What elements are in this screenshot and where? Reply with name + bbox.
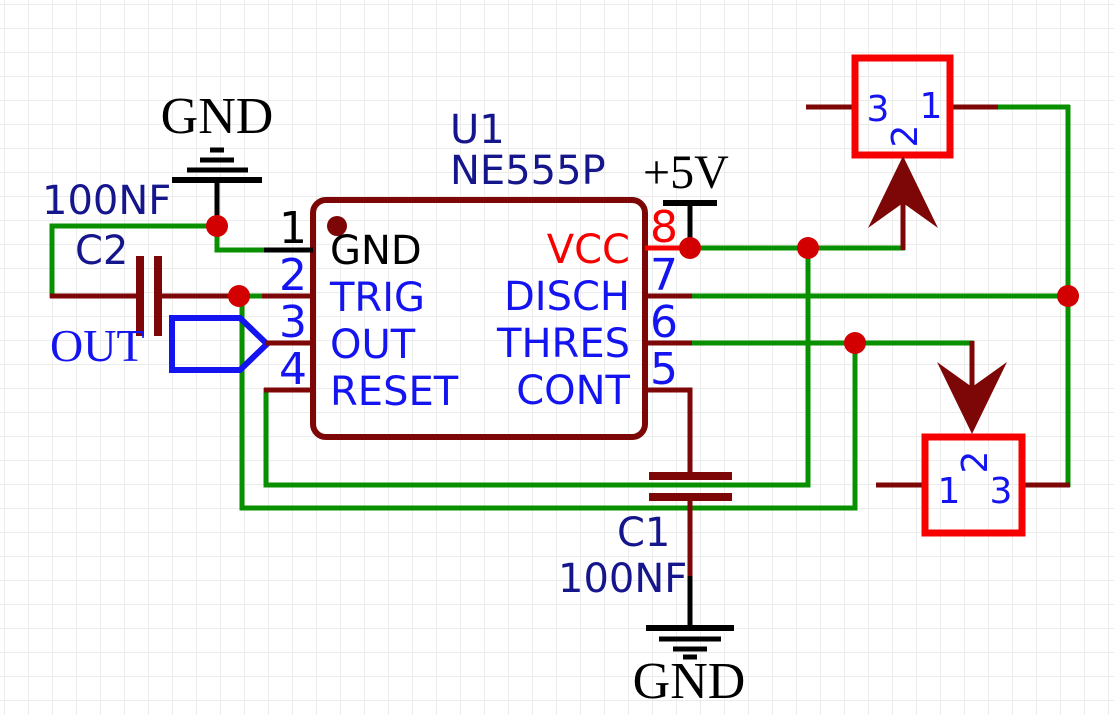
- pin1-name: GND: [330, 228, 422, 274]
- c1-value-label[interactable]: 100NF: [558, 556, 687, 602]
- out-net-label: OUT: [50, 320, 145, 371]
- down-arrow-icon: [937, 362, 1007, 434]
- gnd-flag-top[interactable]: GND: [161, 88, 274, 227]
- pin8-number: 8: [650, 202, 678, 253]
- connector-bottom-pin1: 1: [938, 471, 961, 512]
- junction-dots: [206, 215, 1079, 354]
- ic-body[interactable]: [310, 197, 648, 440]
- gnd-bottom-label: GND: [633, 653, 746, 710]
- pin4-number: 4: [279, 344, 307, 395]
- pin7-name: DISCH: [504, 274, 630, 320]
- connector-bottom[interactable]: 1 3 2: [876, 341, 1070, 537]
- junction-vcc-reset: [797, 237, 819, 259]
- ic-pin1-marker: [327, 216, 347, 236]
- vcc-power-flag[interactable]: +5V: [643, 146, 729, 250]
- c1-refdes-label[interactable]: C1: [617, 510, 670, 556]
- junction-thres-trig: [844, 332, 866, 354]
- pin4-name: RESET: [330, 369, 459, 415]
- c2-refdes-label[interactable]: C2: [75, 228, 128, 274]
- vcc-label: +5V: [643, 146, 729, 199]
- wire-trig-to-thres[interactable]: [239, 294, 858, 511]
- pin8-name: VCC: [547, 227, 630, 273]
- junction-gnd-pin1: [206, 215, 228, 237]
- pin2-name: TRIG: [329, 275, 425, 321]
- connector-top[interactable]: 3 1 2: [806, 54, 998, 250]
- connector-bottom-pin3: 3: [990, 471, 1013, 512]
- ic-u1[interactable]: U1 NE555P 1 2 3 4 8 7 6 5 GND TRIG OUT R…: [262, 107, 693, 474]
- c2-value-label[interactable]: 100NF: [42, 178, 171, 224]
- connector-top-pin3: 3: [867, 89, 890, 130]
- pin6-name: THRES: [496, 321, 630, 367]
- pin2-number: 2: [279, 250, 307, 301]
- connector-top-pin2: 2: [885, 125, 926, 148]
- gnd-top-label: GND: [161, 88, 274, 145]
- connector-bottom-pin2: 2: [955, 451, 996, 474]
- connector-top-body[interactable]: [851, 54, 954, 159]
- capacitor-c2[interactable]: 100NF C2: [42, 178, 240, 336]
- pin6-number: 6: [650, 297, 678, 348]
- pin5-name: CONT: [516, 368, 630, 414]
- junction-c2-trig: [228, 285, 250, 307]
- wire-gnd-to-c2[interactable]: [49, 223, 217, 298]
- gnd-flag-bottom[interactable]: GND: [633, 576, 746, 710]
- pin5-number: 5: [650, 344, 678, 395]
- connector-top-pin1: 1: [920, 86, 943, 127]
- wire-reset-to-vcc[interactable]: [263, 246, 811, 488]
- ic-part-label[interactable]: NE555P: [450, 148, 606, 194]
- connector-bottom-body[interactable]: [921, 433, 1026, 537]
- pin3-name: OUT: [330, 322, 416, 368]
- up-arrow-icon: [868, 156, 938, 228]
- capacitor-c1[interactable]: C1 100NF: [558, 472, 732, 602]
- pin1-number: 1: [279, 203, 307, 254]
- pin5-stub[interactable]: [645, 387, 693, 474]
- out-net-flag[interactable]: OUT: [50, 315, 272, 373]
- ic-refdes-label[interactable]: U1: [450, 107, 505, 153]
- pin7-number: 7: [650, 250, 678, 301]
- junction-vcc-pin8: [679, 237, 701, 259]
- pin3-number: 3: [279, 297, 307, 348]
- junction-disch-right: [1057, 285, 1079, 307]
- out-flag-shape: [169, 315, 272, 373]
